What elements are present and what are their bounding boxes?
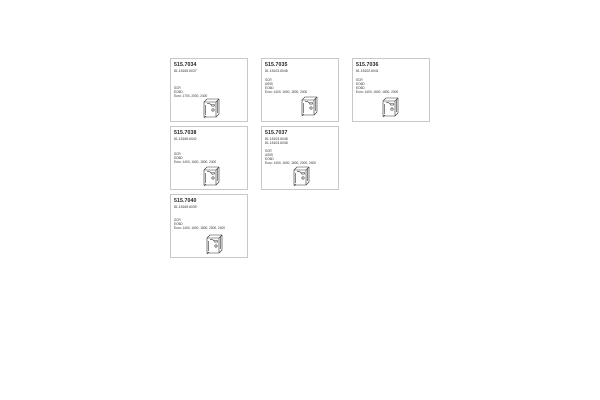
product-code: 515.7036 — [356, 62, 379, 68]
spec-line: AS05 — [265, 82, 273, 86]
spec-line: EO6D — [174, 222, 183, 226]
spec-line: Euro: 1700, 2000, 2400 — [174, 94, 208, 98]
muffler-icon — [291, 165, 311, 187]
product-refs: 81.15103.6048 — [265, 69, 288, 73]
spec-line: SCR — [174, 218, 181, 222]
spec-line: Euro: 1400, 1600, 1800, 2000 — [356, 90, 399, 94]
muffler-icon — [299, 95, 319, 117]
spec-line: Euro: 1400, 1600, 1800, 2000, 2400 — [265, 161, 317, 165]
spec-line: Euro: 1400, 1600, 1800, 2400 — [174, 160, 217, 164]
product-card-3[interactable]: 515.7036 81.15102.6041 SCR EO6D EO6D Eur… — [352, 58, 430, 122]
product-card-6[interactable]: 515.7040 81.15165.6039 SCR EO6D Euro: 14… — [170, 194, 248, 258]
product-refs: 81.15102.6041 — [356, 69, 379, 73]
product-specs: SCR AS05 EO6D Euro: 1400, 1600, 1800, 20… — [265, 78, 307, 94]
muffler-icon — [380, 96, 400, 118]
spec-line: SCR — [356, 78, 363, 82]
ref-line: 81.15165.6042 — [174, 137, 197, 141]
muffler-icon — [204, 233, 224, 255]
spec-line: Euro: 1400, 1600, 1800, 2000 — [265, 90, 308, 94]
spec-line: EO6D — [174, 156, 183, 160]
muffler-icon — [201, 97, 221, 119]
spec-line: EO6D — [265, 86, 274, 90]
product-specs: SCR EO6D EO6D Euro: 1400, 1600, 1800, 20… — [356, 78, 398, 94]
ref-line: 81.15165.6039 — [174, 205, 197, 209]
product-card-4[interactable]: 515.7038 81.15165.6042 SCR EO6D Euro: 14… — [170, 126, 248, 190]
spec-line: EO6D — [265, 157, 274, 161]
spec-line: SCR — [265, 78, 272, 82]
product-specs: SCR AS05 EO6D Euro: 1400, 1600, 1800, 20… — [265, 149, 316, 165]
ref-line: 81.15103.6048 — [265, 137, 288, 141]
product-code: 515.7037 — [265, 130, 288, 136]
product-code: 515.7038 — [174, 130, 197, 136]
muffler-icon — [201, 165, 221, 187]
product-refs: 81.15103.6048 81.15103.6038 — [265, 137, 288, 145]
product-specs: SCR EO6D Euro: 1700, 2000, 2400 — [174, 86, 207, 98]
product-code: 515.7035 — [265, 62, 288, 68]
product-code: 515.7040 — [174, 198, 197, 204]
ref-line: 81.15102.6041 — [356, 69, 379, 73]
spec-line: SCR — [174, 152, 181, 156]
product-refs: 81.15165.6042 — [174, 137, 197, 141]
ref-line: 81.15103.6038 — [265, 141, 288, 145]
ref-line: 81.15103.6048 — [265, 69, 288, 73]
product-specs: SCR EO6D Euro: 1400, 1600, 1800, 2400 — [174, 152, 216, 164]
product-specs: SCR EO6D Euro: 1400, 1600, 1800, 2000, 2… — [174, 218, 225, 230]
product-card-2[interactable]: 515.7035 81.15103.6048 SCR AS05 EO6D Eur… — [261, 58, 339, 122]
spec-line: SCR — [174, 86, 181, 90]
ref-line: 81.15165.6037 — [174, 69, 197, 73]
spec-line: EO6D — [356, 86, 365, 90]
spec-line: EO6D — [356, 82, 365, 86]
spec-line: EO6D — [174, 90, 183, 94]
spec-line: Euro: 1400, 1600, 1800, 2000, 2400 — [174, 226, 226, 230]
spec-line: AS05 — [265, 153, 273, 157]
product-code: 515.7034 — [174, 62, 197, 68]
product-refs: 81.15165.6039 — [174, 205, 197, 209]
product-refs: 81.15165.6037 — [174, 69, 197, 73]
product-card-5[interactable]: 515.7037 81.15103.6048 81.15103.6038 SCR… — [261, 126, 339, 190]
product-card-1[interactable]: 515.7034 81.15165.6037 SCR EO6D Euro: 17… — [170, 58, 248, 122]
spec-line: SCR — [265, 149, 272, 153]
